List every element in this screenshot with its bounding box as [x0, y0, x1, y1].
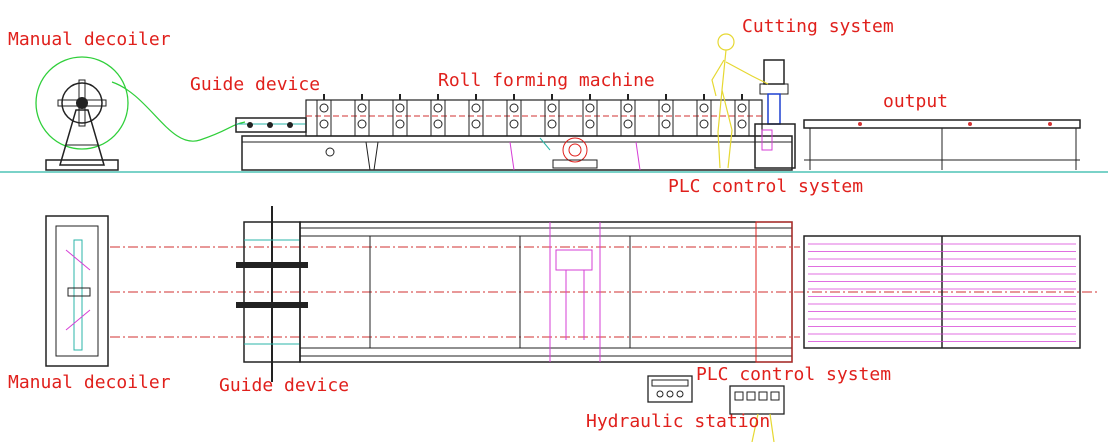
label-guide-device-top: Guide device — [190, 74, 320, 95]
roll-station — [734, 94, 750, 137]
output-table-side — [803, 119, 1081, 170]
label-output: output — [883, 91, 948, 112]
roll-station — [582, 94, 598, 137]
roll-station — [544, 94, 560, 137]
roll-station — [658, 94, 674, 137]
label-guide-device-bottom: Guide device — [219, 375, 349, 396]
label-cutting-system: Cutting system — [742, 16, 894, 37]
roll-station — [430, 94, 446, 137]
manual-decoiler-side — [35, 56, 129, 171]
roll-station — [354, 94, 370, 137]
guide-device-side — [235, 117, 307, 133]
roll-stations — [316, 94, 750, 137]
label-hydraulic-station: Hydraulic station — [586, 411, 770, 432]
roll-station — [316, 94, 332, 137]
roll-station — [620, 94, 636, 137]
guide-device-plan — [236, 206, 308, 382]
plc-control-box — [729, 385, 785, 415]
operator-figure — [711, 33, 769, 169]
label-plc-control-bottom: PLC control system — [696, 364, 891, 385]
roll-forming-machine-plan — [299, 221, 793, 363]
roll-station — [506, 94, 522, 137]
cutting-system-side — [754, 59, 796, 169]
elevation-view — [0, 33, 1108, 173]
label-plc-control-top: PLC control system — [668, 176, 863, 197]
roll-station — [696, 94, 712, 137]
roll-station — [392, 94, 408, 137]
roll-station — [468, 94, 484, 137]
plan-view — [45, 206, 1100, 442]
manual-decoiler-plan — [45, 215, 109, 367]
hydraulic-station — [647, 375, 693, 403]
label-roll-forming-machine: Roll forming machine — [438, 70, 655, 91]
operator-figure-plan — [751, 413, 775, 442]
strip-line — [111, 81, 246, 142]
label-manual-decoiler-bottom: Manual decoiler — [8, 372, 171, 393]
output-table-plan — [803, 235, 1081, 349]
label-manual-decoiler-top: Manual decoiler — [8, 29, 171, 50]
